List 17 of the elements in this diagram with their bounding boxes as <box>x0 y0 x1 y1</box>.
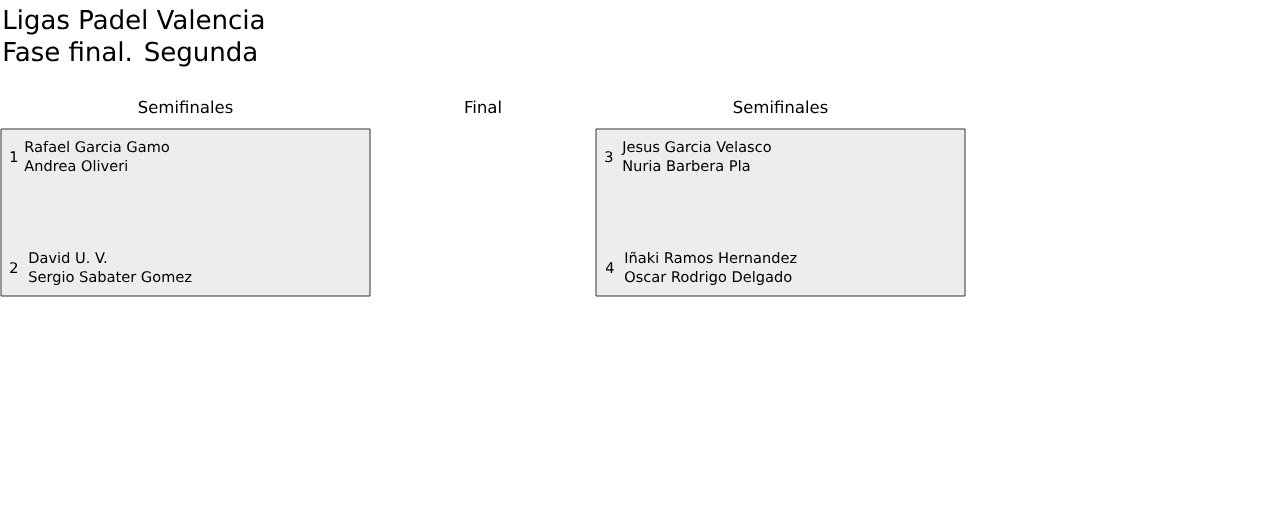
player-name: Nuria Barbera Pla <box>623 159 750 172</box>
player-name: Andrea Oliveri <box>24 159 127 172</box>
seed-number: 1 <box>10 151 18 162</box>
player-name: Oscar Rodrigo Delgado <box>625 270 792 286</box>
column-heading: Final <box>465 100 501 114</box>
seed-number: 2 <box>10 262 18 273</box>
subtitle: Fase final. Segunda <box>4 41 256 67</box>
column-heading: Semifinales <box>733 100 828 114</box>
player-name: David U. V. <box>29 251 107 264</box>
player-name: Rafael Garcia Gamo <box>25 140 169 153</box>
seed-number: 4 <box>605 262 614 273</box>
title: Ligas Padel Valencia <box>4 9 264 35</box>
column-heading: Semifinales <box>138 100 233 114</box>
player-name: Iñaki Ramos Hernandez <box>625 251 797 264</box>
seed-number: 3 <box>605 151 613 163</box>
player-name: Jesus Garcia Velasco <box>621 140 771 155</box>
player-name: Sergio Sabater Gomez <box>29 270 192 286</box>
